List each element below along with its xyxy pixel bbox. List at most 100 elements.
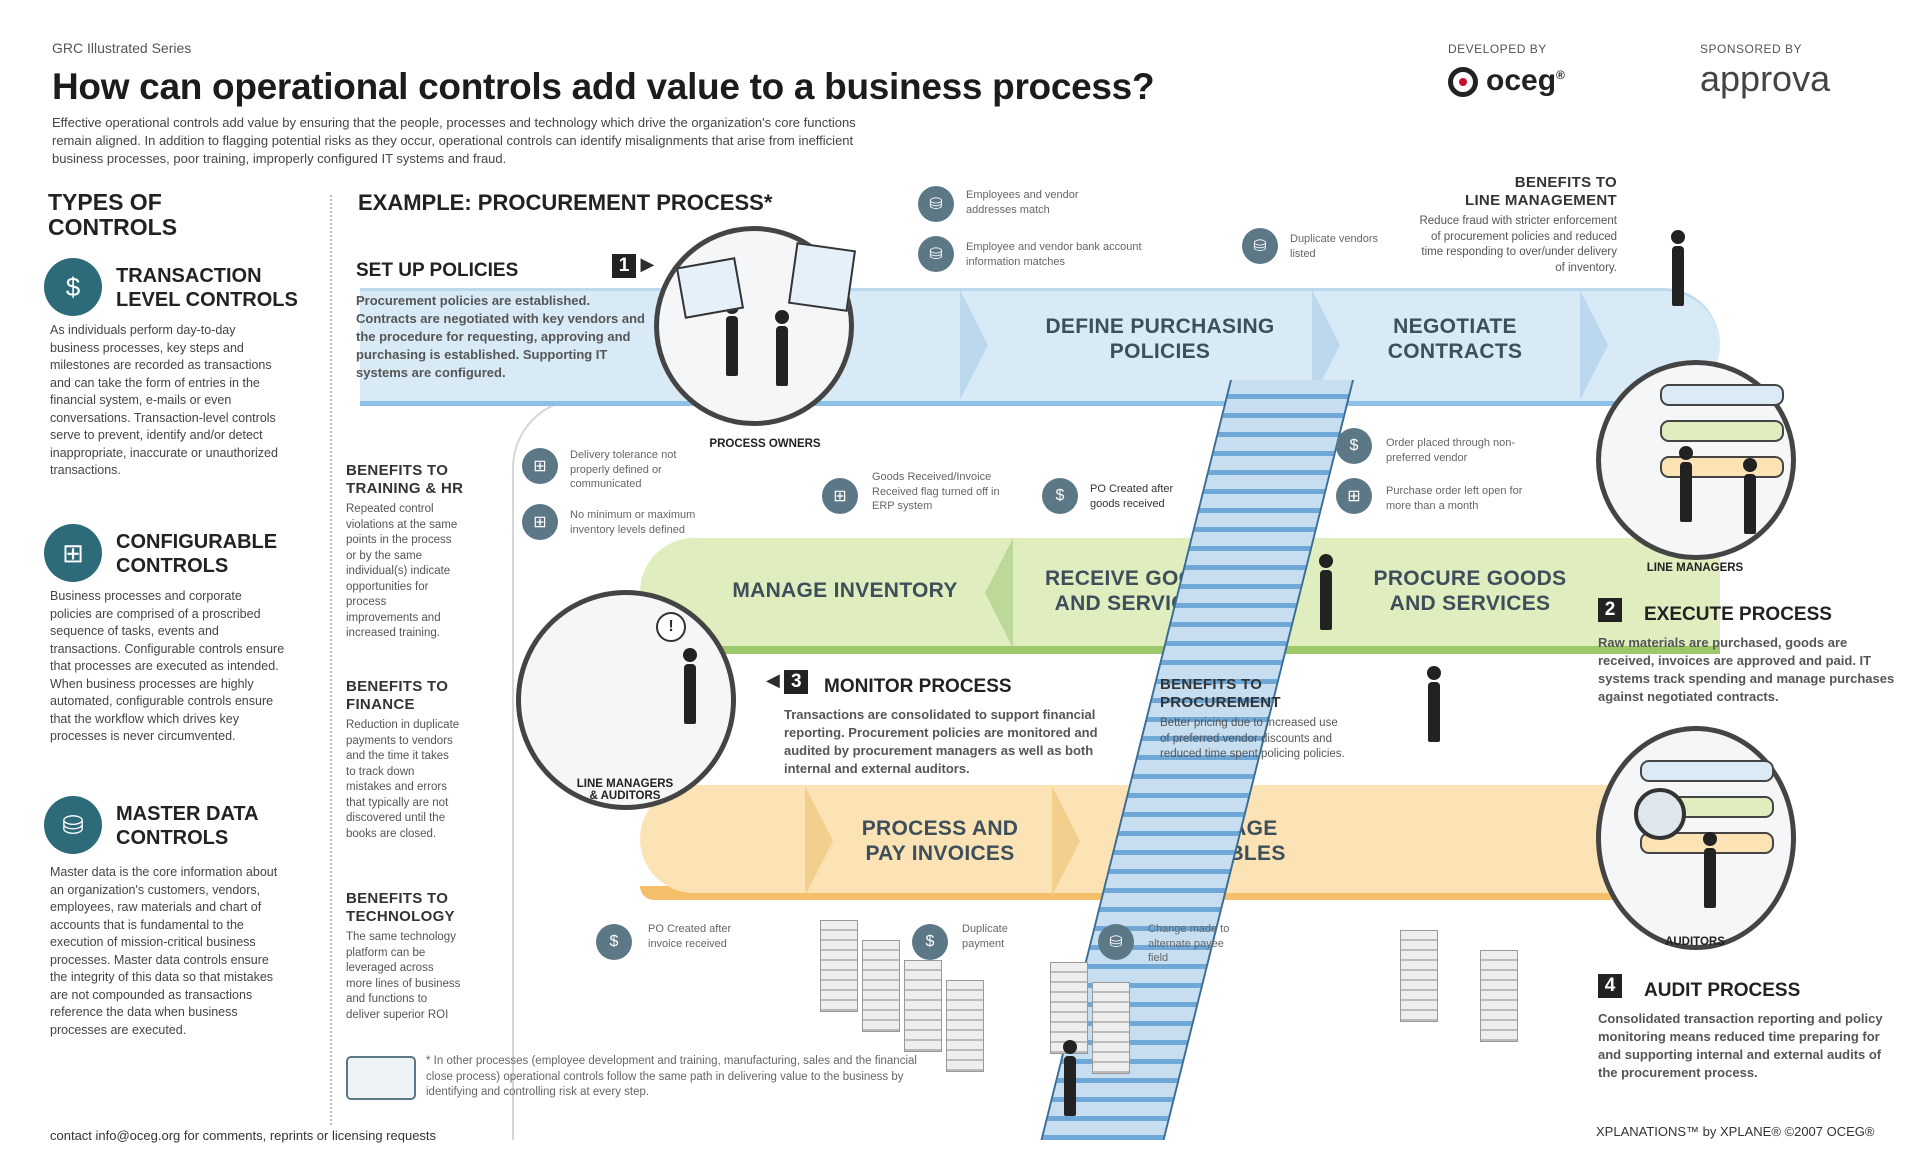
line-manager-figure xyxy=(1740,458,1760,536)
stage-manage-inventory: MANAGE INVENTORY xyxy=(732,579,958,602)
step-3-badge: ◀ 3 xyxy=(766,670,809,694)
process-icon xyxy=(346,1056,416,1100)
copyright-credit: XPLANATIONS™ by XPLANE® ©2007 OCEG® xyxy=(1596,1124,1875,1139)
configurable-controls-text: Business processes and corporate policie… xyxy=(50,589,285,743)
pipe-illustration xyxy=(1640,760,1774,782)
annotation-duplicate-payment: Duplicate payment xyxy=(962,923,1008,950)
step-4-text: Consolidated transaction reporting and p… xyxy=(1598,1011,1883,1080)
annotation-gr-ir-flag: Goods Received/Invoice Received flag tur… xyxy=(872,471,1000,512)
step-4-heading: AUDIT PROCESS xyxy=(1644,980,1801,1001)
master-data-icon: ⛁ xyxy=(1242,228,1278,264)
process-owner-figure xyxy=(772,310,792,388)
approva-logo: approva xyxy=(1700,58,1831,99)
transaction-icon: $ xyxy=(1042,478,1078,514)
intro-text: Effective operational controls add value… xyxy=(52,115,856,166)
line-managers-auditors-circle xyxy=(516,590,736,810)
technician-figure xyxy=(1060,1040,1080,1118)
server-illustration xyxy=(862,940,900,1032)
configurable-icon: ⊞ xyxy=(822,478,858,514)
master-data-controls-text: Master data is the core information abou… xyxy=(50,865,278,1037)
example-title: EXAMPLE: PROCUREMENT PROCESS* xyxy=(358,190,773,215)
policy-band xyxy=(360,288,1720,401)
sponsored-by-label: SPONSORED BY xyxy=(1700,42,1803,56)
master-data-controls-icon: ⛁ xyxy=(44,796,102,854)
step-2-text: Raw materials are purchased, goods are r… xyxy=(1598,635,1895,704)
line-manager-figure xyxy=(1668,230,1688,308)
alert-icon: ! xyxy=(656,612,686,642)
server-illustration xyxy=(1400,930,1438,1022)
line-managers-auditors-label: LINE MANAGERS& AUDITORS xyxy=(576,778,674,802)
column-divider xyxy=(330,195,332,1125)
annotation-non-preferred-vendor: Order placed through non-preferred vendo… xyxy=(1386,437,1516,464)
procurement-figure xyxy=(1316,554,1336,632)
annotation-po-after-invoice: PO Created after invoice received xyxy=(648,923,732,950)
oceg-logo: oceg® xyxy=(1448,64,1565,98)
annotation-po-left-open: Purchase order left open for more than a… xyxy=(1386,485,1523,512)
step-1-badge: 1 ▶ xyxy=(612,254,654,278)
benefits-line-management-text: Reduce fraud with stricter enforcement o… xyxy=(1419,215,1617,274)
page-title: How can operational controls add value t… xyxy=(52,66,1155,107)
step-3-heading: MONITOR PROCESS xyxy=(824,676,1012,697)
pipe-illustration xyxy=(1660,420,1784,442)
annotation-delivery-tolerance: Delivery tolerance not properly defined … xyxy=(570,449,677,490)
transaction-controls-icon: $ xyxy=(44,258,102,316)
line-managers-label: LINE MANAGERS xyxy=(1646,562,1744,574)
footnote: * In other processes (employee developme… xyxy=(426,1055,917,1098)
step-1-text: Procurement policies are established. Co… xyxy=(356,293,645,380)
magnifier-icon xyxy=(1634,788,1686,840)
master-data-icon: ⛁ xyxy=(918,186,954,222)
step-2-heading: EXECUTE PROCESS xyxy=(1644,604,1832,625)
benefits-finance-text: Reduction in duplicate payments to vendo… xyxy=(346,719,460,840)
server-illustration xyxy=(1050,962,1088,1054)
configurable-icon: ⊞ xyxy=(522,448,558,484)
annotation-bank-info-matches: Employee and vendor bank account informa… xyxy=(966,241,1142,268)
master-data-icon: ⛁ xyxy=(1098,924,1134,960)
chevron-right-icon xyxy=(1580,290,1608,400)
benefits-training-text: Repeated control violations at the same … xyxy=(346,503,458,639)
step-2-badge: 2 xyxy=(1598,598,1622,622)
configurable-icon: ⊞ xyxy=(1336,478,1372,514)
developed-by-label: DEVELOPED BY xyxy=(1448,42,1547,56)
whiteboard-illustration xyxy=(787,242,857,312)
server-illustration xyxy=(904,960,942,1052)
series-label: GRC Illustrated Series xyxy=(52,40,192,56)
contact-footer: contact info@oceg.org for comments, repr… xyxy=(50,1128,437,1143)
server-illustration xyxy=(946,980,984,1072)
transaction-icon: $ xyxy=(1336,428,1372,464)
oceg-mark-icon xyxy=(1448,67,1478,98)
annotation-po-after-goods: PO Created after goods received xyxy=(1090,483,1174,510)
annotation-addresses-match: Employees and vendor addresses match xyxy=(966,189,1079,216)
pipe-illustration xyxy=(1660,384,1784,406)
process-owners-label: PROCESS OWNERS xyxy=(709,438,821,450)
server-illustration xyxy=(1092,982,1130,1074)
annotation-payee-change: Change made to alternate payee field xyxy=(1148,923,1230,964)
configurable-controls-icon: ⊞ xyxy=(44,524,102,582)
step-1-heading: SET UP POLICIES xyxy=(356,260,519,281)
configurable-icon: ⊞ xyxy=(522,504,558,540)
annotation-inventory-levels: No minimum or maximum inventory levels d… xyxy=(570,509,696,536)
auditor-figure xyxy=(1700,832,1720,910)
transaction-icon: $ xyxy=(596,924,632,960)
annotation-duplicate-vendors: Duplicate vendors listed xyxy=(1290,233,1379,260)
server-illustration xyxy=(820,920,858,1012)
step-4-badge: 4 xyxy=(1598,974,1622,998)
chevron-right-icon xyxy=(805,786,833,896)
whiteboard-illustration xyxy=(675,257,745,319)
monitor-figure xyxy=(680,648,700,726)
chevron-right-icon xyxy=(1052,786,1080,896)
benefits-technology-text: The same technology platform can be leve… xyxy=(346,931,461,1021)
transaction-icon: $ xyxy=(912,924,948,960)
chevron-right-icon xyxy=(960,290,988,400)
